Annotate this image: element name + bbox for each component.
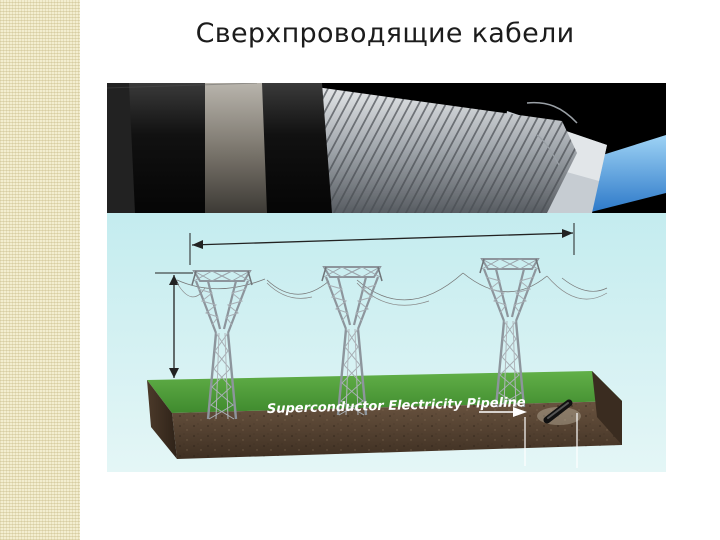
pylon-landscape: Superconductor Electricity Pipeline <box>107 213 666 472</box>
cable-cutaway <box>107 83 666 213</box>
superconductor-cable-illustration: Superconductor Electricity Pipeline <box>107 83 666 472</box>
slide-title: Сверхпроводящие кабели <box>0 18 720 49</box>
decorative-side-strip <box>0 0 80 540</box>
